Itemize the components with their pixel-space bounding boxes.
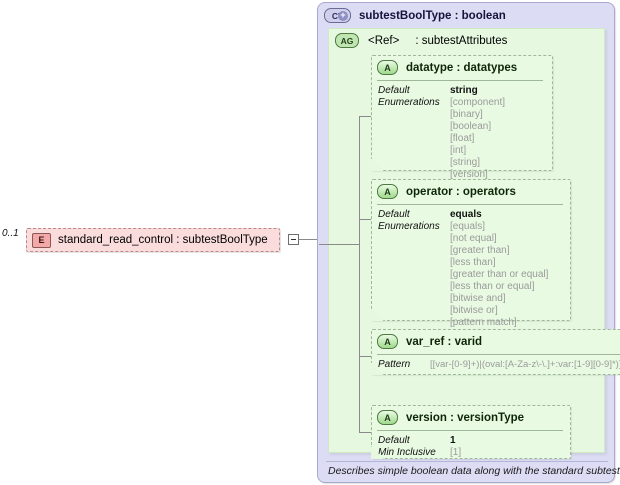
facet-key: Default <box>378 435 410 446</box>
attribute-divider <box>377 354 620 355</box>
tree-inlet-line <box>319 244 359 245</box>
attribute-divider <box>377 430 563 431</box>
complex-type-title: subtestBoolType : boolean <box>359 9 506 22</box>
attribute-box-version[interactable]: A version : versionType Default 1 Min In… <box>371 405 571 459</box>
attribute-header-datatype: A datatype : datatypes <box>377 60 517 75</box>
facet-key: Min Inclusive <box>378 447 436 458</box>
facet-value: [less than] <box>450 257 496 268</box>
attribute-group-panel: AG <Ref> : subtestAttributes A datatype :… <box>319 28 620 459</box>
attribute-header-var-ref: A var_ref : varid <box>377 334 482 349</box>
attribute-header-version: A version : versionType <box>377 410 524 425</box>
facet-key: Default <box>378 85 410 96</box>
corner-fold-icon <box>371 308 384 321</box>
complex-type-icon: CT + <box>324 8 351 23</box>
attribute-box-var-ref[interactable]: A var_ref : varid Pattern [[var-[0-9]+)|… <box>371 329 620 375</box>
attribute-title: version : versionType <box>406 411 525 424</box>
attribute-title: datatype : datatypes <box>406 61 518 74</box>
attribute-divider <box>377 204 563 205</box>
facet-value: [float] <box>450 133 475 144</box>
attribute-icon: A <box>377 60 398 75</box>
attribute-title: operator : operators <box>406 185 516 198</box>
facet-key: Enumerations <box>378 221 440 232</box>
tree-trunk-line <box>359 116 360 432</box>
collapse-toggle-icon[interactable] <box>288 234 299 245</box>
facet-value: 1 <box>450 435 456 446</box>
facet-value: [int] <box>450 145 467 156</box>
tree-stub-varref <box>359 356 371 357</box>
attribute-box-datatype[interactable]: A datatype : datatypes Default string En… <box>371 55 553 180</box>
facet-value: [string] <box>450 157 481 168</box>
facet-value: [component] <box>450 97 506 108</box>
attribute-group-icon: AG <box>335 33 359 48</box>
attribute-icon: A <box>377 184 398 199</box>
facet-value: string <box>450 85 478 96</box>
attribute-group-ref-type: : subtestAttributes <box>415 34 508 47</box>
attribute-icon: A <box>377 334 398 349</box>
occurrence-label: 0..1 <box>2 228 19 239</box>
complex-type-panel: CT + subtestBoolType : boolean AG <Ref>:… <box>317 2 620 483</box>
documentation-divider <box>326 461 608 462</box>
facet-value: [bitwise and] <box>450 293 506 304</box>
facet-value: [bitwise or] <box>450 305 498 316</box>
facet-value: [equals] <box>450 221 486 232</box>
tree-stub-datatype <box>359 116 371 117</box>
expand-plus-icon[interactable]: + <box>338 11 348 21</box>
facet-value: [pattern match] <box>450 317 517 328</box>
element-node-standard-read-control[interactable]: E standard_read_control : subtestBoolTyp… <box>26 228 280 252</box>
attribute-title: var_ref : varid <box>406 335 483 348</box>
facet-value: [binary] <box>450 109 483 120</box>
tree-stub-operator <box>359 219 371 220</box>
facet-value: [version] <box>450 169 488 180</box>
element-icon: E <box>32 232 51 248</box>
attribute-group-ref-label: <Ref> : subtestAttributes <box>368 35 507 47</box>
documentation-text: Describes simple boolean data along with… <box>328 465 620 477</box>
attribute-box-operator[interactable]: A operator : operators Default equals En… <box>371 179 571 328</box>
facet-value: [greater than] <box>450 245 510 256</box>
attribute-group-header: AG <Ref> : subtestAttributes <box>335 33 507 48</box>
facet-value: [not equal] <box>450 233 497 244</box>
facet-key: Default <box>378 209 410 220</box>
corner-fold-icon <box>371 158 384 171</box>
attribute-group-ref-name: <Ref> <box>368 34 400 47</box>
facet-value: [boolean] <box>450 121 492 132</box>
element-label: standard_read_control : subtestBoolType <box>58 234 268 246</box>
facet-value: [[var-[0-9]+)|(oval:[A-Za-z\-\.]+:var:[1… <box>430 359 620 370</box>
attribute-header-operator: A operator : operators <box>377 184 516 199</box>
facet-key: Pattern <box>378 359 411 370</box>
facet-value: [greater than or equal] <box>450 269 549 280</box>
facet-value: [less than or equal] <box>450 281 535 292</box>
connector-line <box>299 239 318 240</box>
attribute-icon: A <box>377 410 398 425</box>
tree-stub-version <box>359 432 371 433</box>
facet-value: equals <box>450 209 482 220</box>
facet-key: Enumerations <box>378 97 440 108</box>
complex-type-icon-label: CT <box>332 11 343 21</box>
facet-value: [1] <box>450 447 462 458</box>
complex-type-header: CT + subtestBoolType : boolean <box>324 8 506 23</box>
attribute-divider <box>377 80 543 81</box>
